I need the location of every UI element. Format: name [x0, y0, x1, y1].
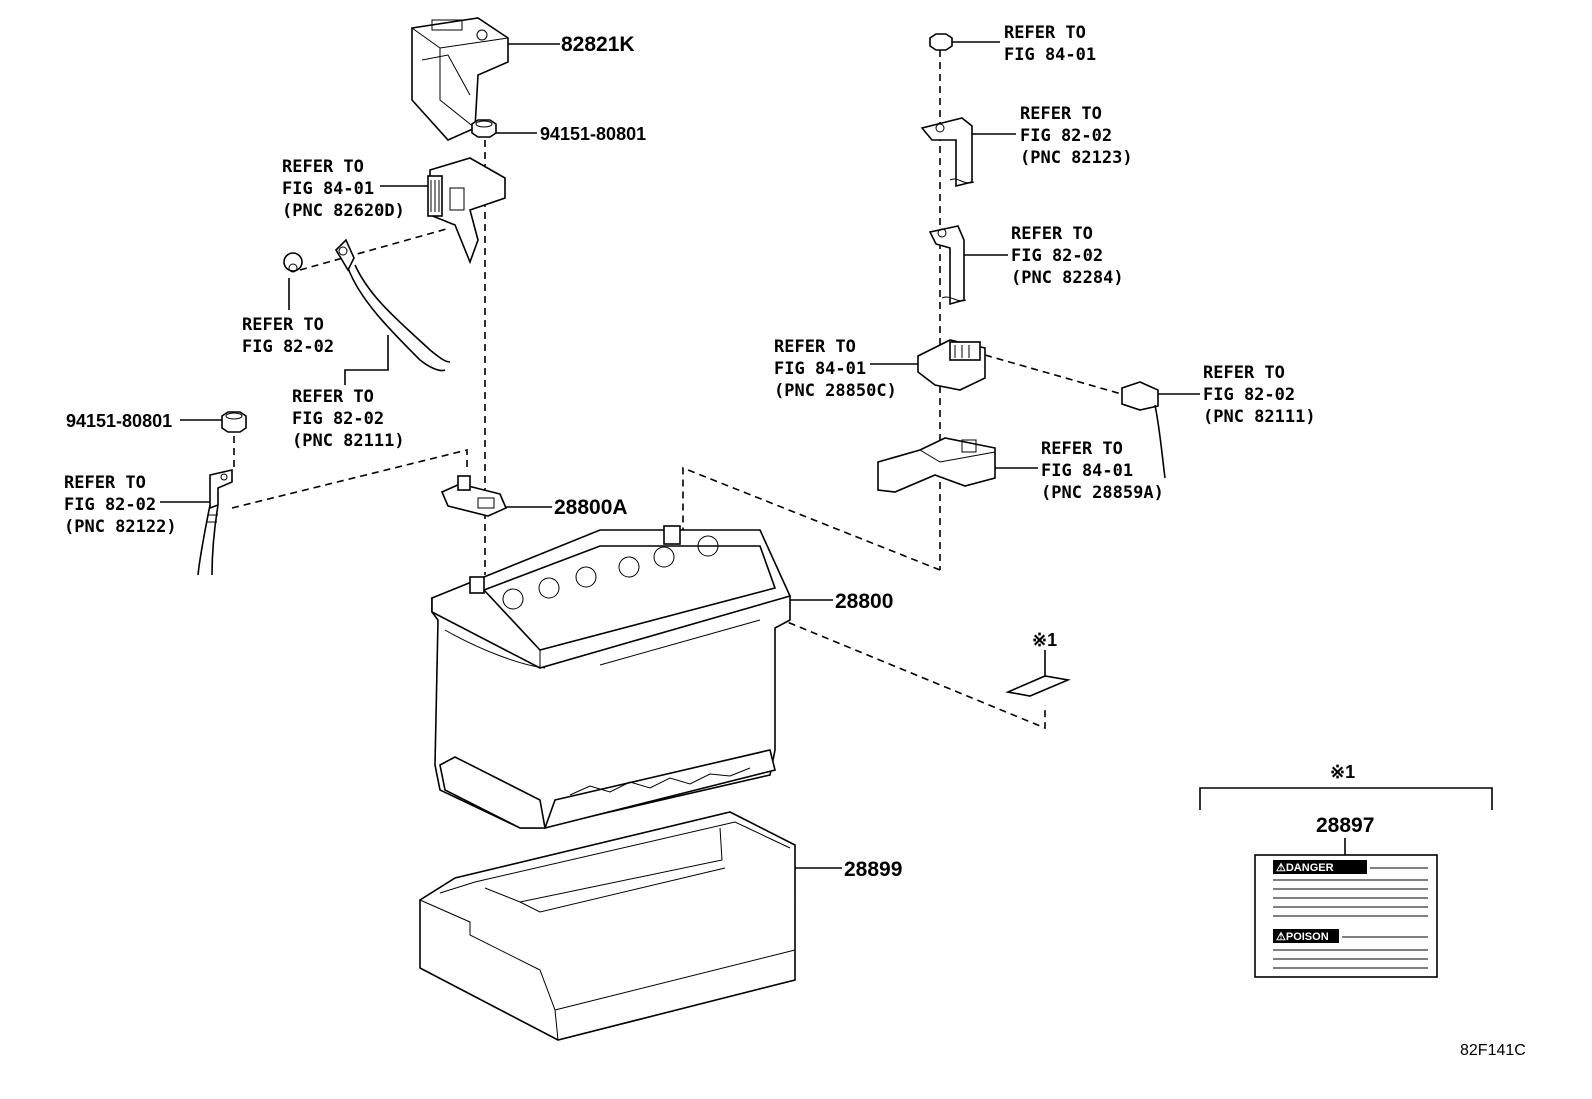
terminal-82123[interactable] [920, 117, 975, 188]
svg-text:FIG 82-02: FIG 82-02 [242, 337, 334, 357]
nut-94151-80801-top[interactable] [471, 119, 497, 138]
svg-text:FIG 82-02: FIG 82-02 [64, 495, 156, 515]
svg-text:REFER TO: REFER TO [64, 473, 146, 493]
svg-text:REFER TO: REFER TO [1011, 224, 1093, 244]
bracket-28859A[interactable] [877, 437, 996, 493]
refer-fig84-82620D[interactable]: REFER TO FIG 84-01 (PNC 82620D) [282, 157, 405, 221]
refer-fig84-28859A[interactable]: REFER TO FIG 84-01 (PNC 28859A) [1041, 439, 1164, 503]
assembly-lines [231, 50, 1126, 730]
warning-label-28897[interactable]: ⚠DANGER ⚠POISON [1254, 854, 1438, 978]
battery-28800[interactable] [431, 525, 792, 830]
svg-text:REFER TO: REFER TO [1020, 104, 1102, 124]
callout-94151-80801-top: 94151-80801 [540, 124, 646, 144]
battery-tray-28899[interactable] [419, 811, 796, 1041]
svg-text:(PNC 28850C): (PNC 28850C) [774, 381, 897, 401]
poison-badge-text: ⚠POISON [1276, 931, 1329, 943]
svg-text:(PNC 82123): (PNC 82123) [1020, 148, 1133, 168]
terminal-clamp-28800A[interactable] [440, 475, 508, 517]
refer-fig82-82284[interactable]: REFER TO FIG 82-02 (PNC 82284) [1011, 224, 1124, 288]
svg-text:REFER TO: REFER TO [242, 315, 324, 335]
callout-28897: 28897 [1316, 814, 1374, 837]
detail-bracket [1199, 787, 1493, 810]
refer-fig84-28850C[interactable]: REFER TO FIG 84-01 (PNC 28850C) [774, 337, 897, 401]
svg-text:REFER TO: REFER TO [1041, 439, 1123, 459]
svg-text:FIG 82-02: FIG 82-02 [1203, 385, 1295, 405]
svg-text:FIG 82-02: FIG 82-02 [1011, 246, 1103, 266]
svg-text:(PNC 82111): (PNC 82111) [292, 431, 405, 451]
terminal-cover-82821K[interactable] [411, 17, 509, 141]
refer-fig82-82111-right[interactable]: REFER TO FIG 82-02 (PNC 82111) [1203, 363, 1316, 427]
refer-fig84-top[interactable]: REFER TO FIG 84-01 [1004, 23, 1096, 65]
fuse-block-82620D[interactable] [427, 157, 506, 265]
svg-text:FIG 84-01: FIG 84-01 [1041, 461, 1133, 481]
danger-badge [1273, 860, 1367, 874]
label-placement-marker[interactable] [1005, 650, 1071, 697]
svg-text:FIG 82-02: FIG 82-02 [1020, 126, 1112, 146]
label-text-lines-1 [1273, 867, 1428, 917]
svg-text:REFER TO: REFER TO [292, 387, 374, 407]
cable-82111-left[interactable] [283, 238, 451, 372]
svg-text:FIG 82-02: FIG 82-02 [292, 409, 384, 429]
refer-fig82-82111-left[interactable]: REFER TO FIG 82-02 (PNC 82111) [292, 387, 405, 451]
callout-28800: 28800 [835, 590, 893, 613]
svg-text:FIG 84-01: FIG 84-01 [282, 179, 374, 199]
nut-94151-80801-left[interactable] [221, 411, 247, 433]
label-text-lines-2 [1273, 936, 1428, 969]
callout-28899: 28899 [844, 858, 902, 881]
danger-badge-text: ⚠DANGER [1276, 862, 1334, 874]
svg-text:(PNC 28859A): (PNC 28859A) [1041, 483, 1164, 503]
svg-text:REFER TO: REFER TO [1203, 363, 1285, 383]
nut-top-right[interactable] [929, 33, 953, 51]
svg-text:REFER TO: REFER TO [774, 337, 856, 357]
callout-28800A: 28800A [554, 496, 628, 519]
vent-caps [502, 535, 719, 610]
refer-fig82-a[interactable]: REFER TO FIG 82-02 [242, 315, 334, 357]
callout-94151-80801-left: 94151-80801 [66, 411, 172, 431]
callout-82821K: 82821K [561, 33, 635, 56]
poison-badge [1273, 929, 1339, 943]
svg-text:(PNC 82620D): (PNC 82620D) [282, 201, 405, 221]
diagram-code: 82F141C [1460, 1042, 1526, 1059]
svg-text:(PNC 82284): (PNC 82284) [1011, 268, 1124, 288]
terminal-82284[interactable] [928, 225, 967, 306]
sensor-28850C[interactable] [917, 339, 986, 391]
note-mark-detail: ※1 [1330, 762, 1355, 782]
refer-fig82-82123[interactable]: REFER TO FIG 82-02 (PNC 82123) [1020, 104, 1133, 168]
svg-text:REFER TO: REFER TO [282, 157, 364, 177]
svg-text:(PNC 82111): (PNC 82111) [1203, 407, 1316, 427]
note-mark-placement: ※1 [1032, 630, 1057, 650]
svg-text:FIG 84-01: FIG 84-01 [774, 359, 866, 379]
connector-82111-right[interactable] [1121, 381, 1166, 479]
cable-82122[interactable] [197, 468, 233, 576]
svg-text:FIG 84-01: FIG 84-01 [1004, 45, 1096, 65]
refer-fig82-82122[interactable]: REFER TO FIG 82-02 (PNC 82122) [64, 473, 177, 537]
svg-text:REFER TO: REFER TO [1004, 23, 1086, 43]
svg-text:(PNC 82122): (PNC 82122) [64, 517, 177, 537]
